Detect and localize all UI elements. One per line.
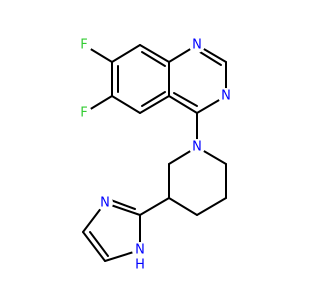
bond <box>111 44 141 63</box>
f-top-label: F <box>80 38 87 53</box>
f-bottom-label: F <box>80 106 87 121</box>
atom-labels: F F N N N N N H <box>76 37 234 273</box>
nitrogen-label: N <box>189 37 205 53</box>
fluorine-label: F <box>76 37 92 53</box>
n-quinazoline-mid-label: N <box>221 89 231 104</box>
hydrogen-label: H <box>133 257 147 273</box>
n-piperidine-label: N <box>192 140 202 155</box>
nh-hydrogen-label: H <box>135 258 145 273</box>
bond <box>139 197 170 216</box>
bond <box>173 92 198 107</box>
fluorine-label: F <box>76 105 92 121</box>
bond <box>196 197 227 216</box>
nitrogen-label: N <box>97 195 113 211</box>
bond <box>168 95 198 114</box>
n-imidazole-label: N <box>100 196 110 211</box>
nitrogen-label: N <box>132 242 148 258</box>
bond <box>82 231 106 262</box>
bond <box>141 91 166 107</box>
bond <box>89 231 109 257</box>
bond <box>111 95 141 114</box>
bonds <box>82 44 227 262</box>
bond <box>141 51 166 67</box>
bond <box>139 44 170 63</box>
bond <box>199 51 222 66</box>
bond <box>139 95 170 114</box>
nitrogen-label: N <box>218 88 234 104</box>
n-quinazoline-top-label: N <box>192 38 202 53</box>
nitrogen-label: N <box>189 139 205 155</box>
bond <box>168 197 198 216</box>
nh-imidazole-label: N <box>135 243 145 258</box>
molecule-structure-diagram: F F N N N N N H <box>76 37 234 273</box>
structure-canvas: F F N N N N N H <box>76 37 234 273</box>
